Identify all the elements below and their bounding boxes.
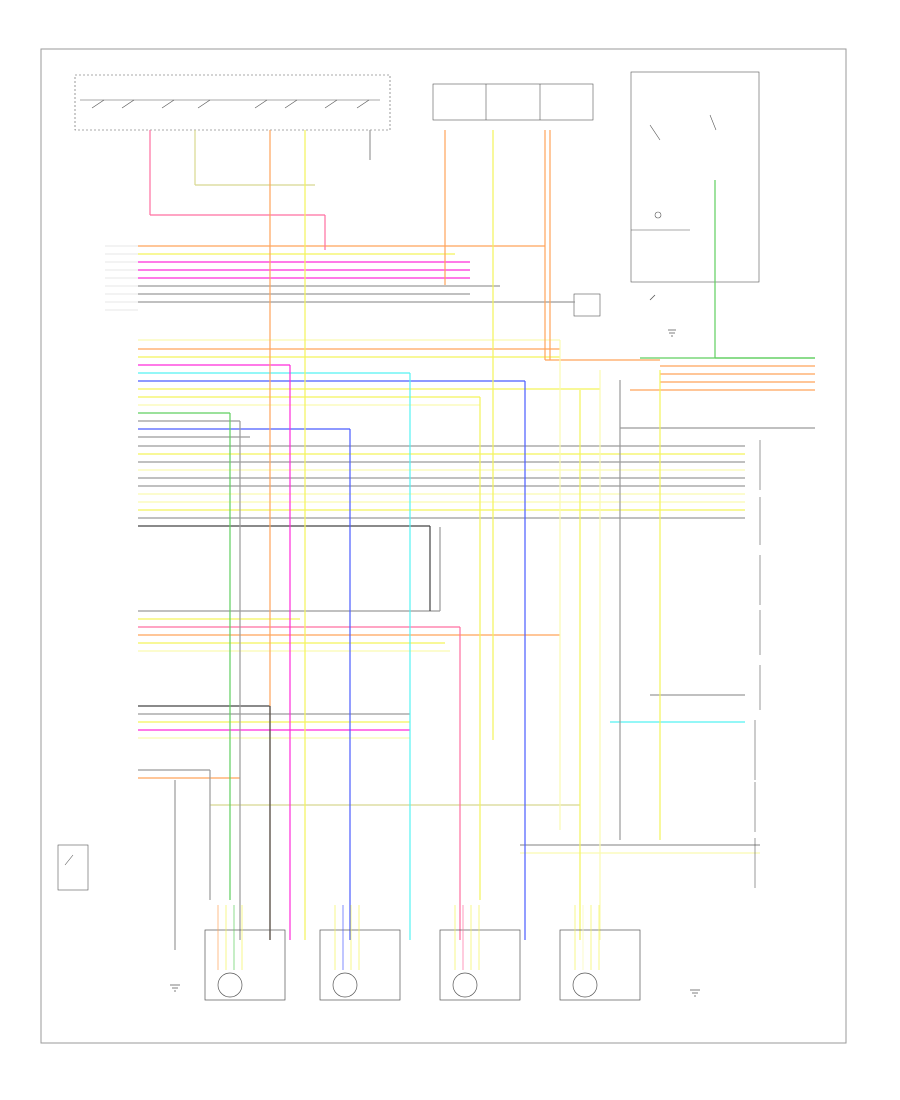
motor-4 bbox=[559, 905, 641, 1001]
relay-box-center bbox=[432, 83, 594, 121]
motor-3 bbox=[439, 905, 521, 1001]
seat-switch-assembly-left bbox=[74, 74, 391, 131]
sensor-left-bottom bbox=[57, 844, 89, 891]
connector-block-right bbox=[573, 293, 601, 317]
left-pin-rows-upper bbox=[105, 245, 138, 311]
diagram-frame bbox=[40, 48, 847, 1044]
right-side-components bbox=[754, 440, 761, 888]
ground-symbols bbox=[170, 294, 700, 997]
horizontal-wires bbox=[138, 245, 815, 854]
motor-2 bbox=[319, 905, 401, 1001]
motor-1 bbox=[204, 905, 286, 1001]
relay-box-right bbox=[630, 71, 760, 283]
vertical-wires bbox=[149, 130, 815, 950]
